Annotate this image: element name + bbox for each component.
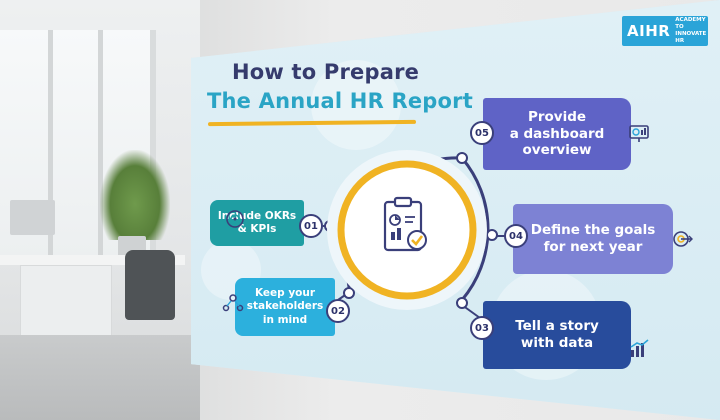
step-number-02: 02 <box>326 299 350 323</box>
goal-target-icon <box>673 231 693 247</box>
step-03-text: Tell a story with data <box>515 318 599 351</box>
plant <box>100 150 170 240</box>
logo-sub-line2: INNOVATE HR <box>675 31 707 44</box>
step-card-04: Define the goals for next year <box>513 204 673 274</box>
step-01-text: Include OKRs & KPIs <box>217 209 297 235</box>
ring-dot-03 <box>456 297 468 309</box>
monitor <box>10 200 55 235</box>
floor <box>0 335 200 420</box>
target-icon <box>226 210 244 228</box>
logo-mark: AIHR <box>627 22 671 40</box>
step-card-01: Include OKRs & KPIs <box>210 200 304 246</box>
step-04-text: Define the goals for next year <box>530 222 656 255</box>
step-card-02: Keep your stakeholders in mind <box>235 278 335 336</box>
step-05-text: Provide a dashboard overview <box>509 108 605 159</box>
logo-sub-line1: ACADEMY TO <box>675 17 706 30</box>
aihr-logo: AIHR ACADEMY TO INNOVATE HR <box>622 16 708 46</box>
ring-dot-02 <box>343 287 355 299</box>
decorative-circle <box>311 60 401 150</box>
ring-dot-05 <box>456 152 468 164</box>
office-chair <box>125 250 175 320</box>
title-line1: How to Prepare <box>232 60 420 84</box>
logo-subtitle: ACADEMY TO INNOVATE HR <box>675 17 708 45</box>
clipboard-report-icon <box>383 196 427 252</box>
step-card-05: Provide a dashboard overview <box>483 98 631 170</box>
desk <box>0 255 185 265</box>
step-number-05: 05 <box>470 121 494 145</box>
outer-ring-right <box>460 157 490 301</box>
step-number-03: 03 <box>470 316 494 340</box>
people-network-icon <box>222 294 244 312</box>
title-line2: The Annual HR Report <box>207 89 473 113</box>
step-number-04: 04 <box>504 224 528 248</box>
step-card-03: Tell a story with data <box>483 301 631 369</box>
ring-dot-04 <box>486 229 498 241</box>
step-number-01: 01 <box>299 214 323 238</box>
dashboard-icon <box>629 125 649 142</box>
step-02-text: Keep your stakeholders in mind <box>246 287 324 326</box>
data-chart-icon <box>630 339 649 357</box>
